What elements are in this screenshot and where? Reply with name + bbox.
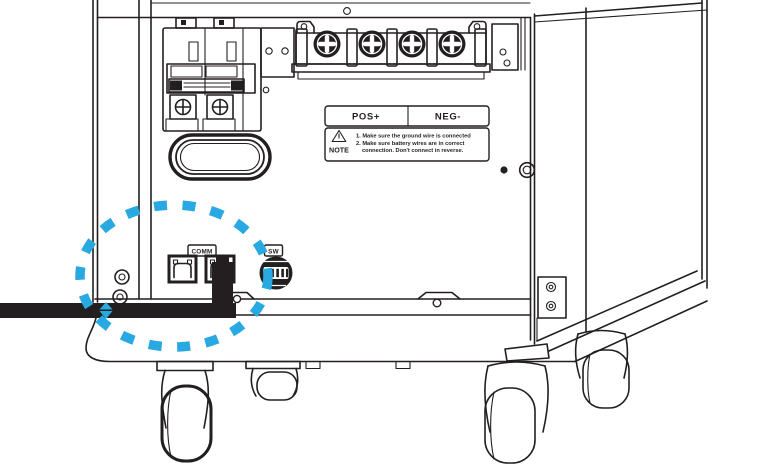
base-skirt xyxy=(85,270,708,370)
terminal-screw-4 xyxy=(438,30,466,58)
terminal-screw-1 xyxy=(313,30,341,58)
neg-label: NEG- xyxy=(435,112,461,123)
caster-front-right xyxy=(484,343,550,464)
circuit-breaker xyxy=(162,17,295,132)
caster-rear-right xyxy=(574,329,630,409)
note-line-1: 1. Make sure the ground wire is connecte… xyxy=(356,134,471,140)
breaker-mount-plate xyxy=(260,27,295,78)
pos-neg-label: POS+ NEG- xyxy=(324,105,490,127)
comm-label: COMM xyxy=(191,249,212,256)
highlight-ellipse xyxy=(75,200,273,352)
terminal-screw-3 xyxy=(398,30,426,58)
note-label: NOTE 1. Make sure the ground wire is con… xyxy=(324,127,490,162)
comm-port-left xyxy=(167,254,198,284)
side-bracket xyxy=(537,276,567,319)
note-line-2: 2. Make sure battery wires are in correc… xyxy=(356,141,465,147)
warning-triangle-icon xyxy=(331,129,347,143)
breaker-handle-slot xyxy=(226,41,237,62)
breaker-terminal-screw xyxy=(211,98,229,116)
highlight xyxy=(75,200,273,352)
caster-rear-left xyxy=(245,360,301,401)
highlight-left-marker xyxy=(99,302,113,319)
terminal-screw-2 xyxy=(358,30,386,58)
top-screw xyxy=(343,7,351,15)
ground-ring xyxy=(518,161,536,179)
cabinet-outline xyxy=(92,0,708,345)
sw-label: SW xyxy=(268,249,279,256)
terminal-side-bracket xyxy=(491,23,519,71)
comm-cable xyxy=(0,257,236,318)
caster-front-left xyxy=(156,360,214,463)
note-line-3: connection. Don't connect in reverse. xyxy=(362,148,464,154)
terminal-block xyxy=(291,17,526,80)
breaker-toggle-bar xyxy=(168,78,245,93)
breaker-handle-slot xyxy=(188,41,199,62)
oval-handle xyxy=(168,133,272,181)
ground-screw xyxy=(500,166,508,174)
pos-label: POS+ xyxy=(352,112,380,123)
note-title: NOTE xyxy=(329,146,349,155)
breaker-terminal-screw xyxy=(174,98,192,116)
